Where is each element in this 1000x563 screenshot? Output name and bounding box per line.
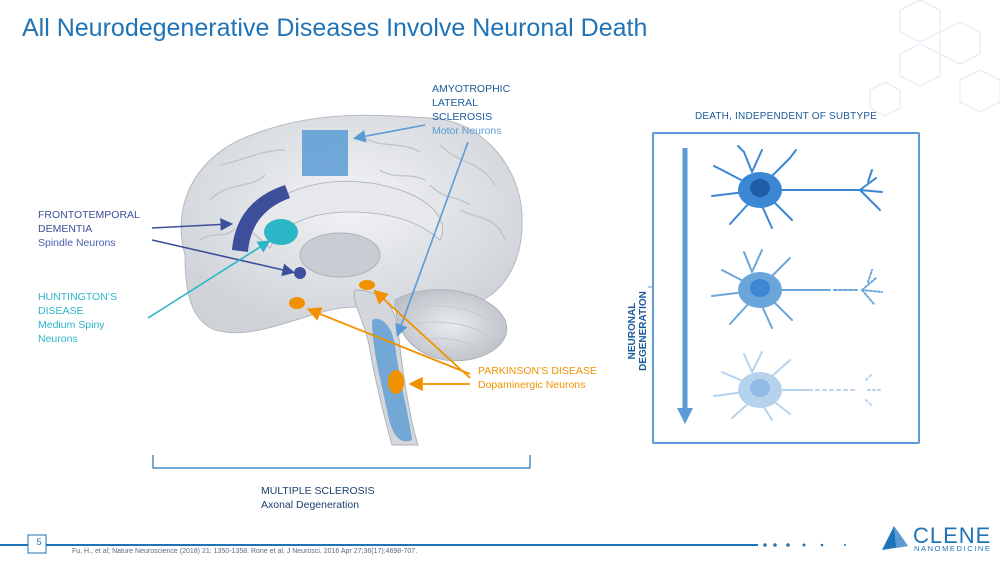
ms-label: MULTIPLE SCLEROSIS Axonal Degeneration [261, 484, 375, 512]
ftd-label-sub: Spindle Neurons [38, 237, 116, 249]
ftd-arrow-2 [151, 239, 296, 277]
citation: Fu, H., et al; Nature Neuroscience (2018… [72, 548, 418, 555]
als-label-sub: Motor Neurons [432, 125, 502, 137]
als-label-line1: AMYOTROPHIC [432, 83, 511, 95]
pd-label: PARKINSON’S DISEASE Dopaminergic Neurons [478, 364, 597, 392]
pd-region-1 [289, 297, 305, 309]
ftd-region [232, 185, 290, 252]
hd-label-sub2: Neurons [38, 333, 78, 345]
ftd-label-line1: FRONTOTEMPORAL [38, 209, 140, 221]
hd-region [264, 219, 298, 245]
gyri-lines [199, 134, 506, 241]
als-arrow-2 [395, 141, 469, 338]
ftd-arrow-1 [151, 218, 234, 231]
footer-dots [763, 543, 846, 547]
ms-bracket [152, 455, 531, 469]
als-label-line2: LATERAL [432, 97, 478, 109]
pd-label-line1: PARKINSON’S DISEASE [478, 365, 597, 377]
ftd-label-line2: DEMENTIA [38, 223, 93, 235]
clene-logo-icon [882, 526, 908, 550]
pd-arrow-1 [306, 307, 471, 375]
page-number: 5 [36, 537, 42, 547]
als-region [302, 130, 348, 176]
als-arrow-1 [352, 124, 426, 143]
pd-arrow-2 [373, 289, 471, 379]
ms-label-line1: MULTIPLE SCLEROSIS [261, 485, 375, 497]
ftd-label: FRONTOTEMPORAL DEMENTIA Spindle Neurons [38, 208, 140, 250]
hd-label-line2: DISEASE [38, 305, 84, 317]
als-label: AMYOTROPHIC LATERAL SCLEROSIS Motor Neur… [432, 82, 510, 138]
ms-label-sub: Axonal Degeneration [261, 499, 360, 511]
neuronal-degeneration-axis-label: NEURONAL DEGENERATION [627, 291, 649, 371]
hd-label: HUNTINGTON’S DISEASE Medium Spiny Neuron… [38, 290, 117, 346]
ftd-small-region [294, 267, 306, 279]
logo-name: CLENE [913, 523, 992, 548]
als-label-line3: SCLEROSIS [432, 111, 493, 123]
slide-title: All Neurodegenerative Diseases Involve N… [22, 14, 648, 42]
panel-title: DEATH, INDEPENDENT OF SUBTYPE [694, 111, 878, 122]
cerebrum-shape [180, 114, 523, 334]
pd-region-2 [359, 280, 375, 290]
hd-label-sub1: Medium Spiny [38, 319, 105, 331]
cerebellum [394, 289, 508, 362]
hexagon-pattern-decoration [869, 0, 1000, 117]
hd-arrow [147, 240, 271, 319]
neuron-panel [652, 132, 920, 444]
pd-label-sub: Dopaminergic Neurons [478, 379, 586, 391]
corpus-callosum [249, 180, 444, 249]
logo-subtitle: NANOMEDICINE [914, 544, 992, 553]
page-number-badge [27, 534, 47, 554]
hd-label-line1: HUNTINGTON’S [38, 291, 118, 303]
